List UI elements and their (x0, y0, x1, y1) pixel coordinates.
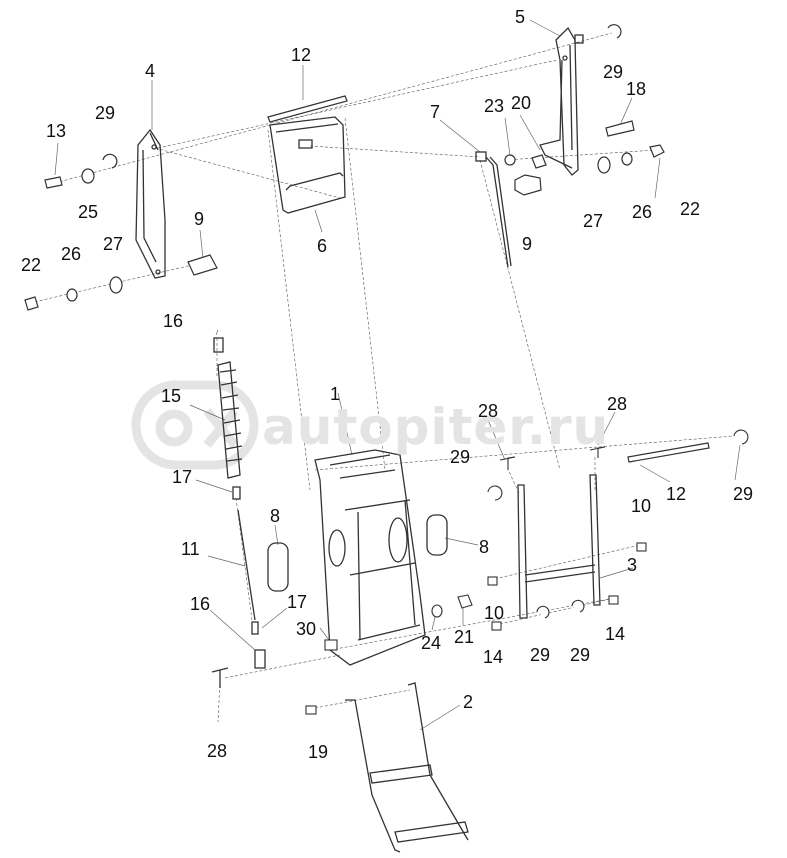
ladder-hardware-icons (305, 429, 749, 715)
part-3-side-ladder-icon (517, 474, 601, 619)
callout-7[interactable]: 7 (430, 102, 441, 122)
callout-10[interactable]: 10 (631, 496, 652, 516)
callout-16[interactable]: 16 (163, 311, 184, 331)
callout-17[interactable]: 17 (287, 592, 308, 612)
callout-22[interactable]: 22 (680, 199, 701, 219)
assembly-lines (29, 32, 746, 723)
callout-1[interactable]: 1 (330, 384, 341, 404)
callout-29[interactable]: 29 (733, 484, 754, 504)
callout-10[interactable]: 10 (484, 603, 505, 623)
watermark-logo-icon (131, 380, 259, 470)
part-12-rod-icon (267, 95, 710, 463)
callout-8[interactable]: 8 (270, 506, 281, 526)
callout-28[interactable]: 28 (207, 741, 228, 761)
right-hardware-icons (504, 24, 665, 196)
callout-28[interactable]: 28 (478, 401, 499, 421)
callout-29[interactable]: 29 (603, 62, 624, 82)
callout-9[interactable]: 9 (194, 209, 205, 229)
callout-2[interactable]: 2 (463, 692, 474, 712)
callout-13[interactable]: 13 (46, 121, 67, 141)
callout-4[interactable]: 4 (145, 61, 156, 81)
callout-15[interactable]: 15 (161, 386, 182, 406)
callout-24[interactable]: 24 (421, 633, 442, 653)
callout-23[interactable]: 23 (484, 96, 505, 116)
callout-19[interactable]: 19 (308, 742, 329, 762)
callout-29[interactable]: 29 (570, 645, 591, 665)
callout-5[interactable]: 5 (515, 7, 526, 27)
callout-25[interactable]: 25 (78, 202, 99, 222)
callout-27[interactable]: 27 (583, 211, 604, 231)
callout-17[interactable]: 17 (172, 467, 193, 487)
callout-11[interactable]: 11 (181, 539, 200, 559)
leader-lines (54, 19, 741, 731)
part-4-left-bracket-icon (135, 128, 166, 279)
callout-28[interactable]: 28 (607, 394, 628, 414)
part-6-plate-icon (269, 116, 346, 214)
callout-6[interactable]: 6 (317, 236, 328, 256)
part-2-step-ladder-icon (345, 682, 469, 853)
callout-29[interactable]: 29 (95, 103, 116, 123)
callout-29[interactable]: 29 (530, 645, 551, 665)
callout-30[interactable]: 30 (296, 619, 317, 639)
callout-26[interactable]: 26 (61, 244, 82, 264)
callout-22[interactable]: 22 (21, 255, 42, 275)
callout-12[interactable]: 12 (291, 45, 312, 65)
part-7-link-rod-icon (475, 151, 512, 268)
callout-21[interactable]: 21 (454, 627, 475, 647)
callout-3[interactable]: 3 (627, 555, 638, 575)
callout-20[interactable]: 20 (511, 93, 532, 113)
watermark-text: autopiter.ru (262, 398, 610, 456)
callout-14[interactable]: 14 (483, 647, 504, 667)
callout-14[interactable]: 14 (605, 624, 626, 644)
callout-18[interactable]: 18 (626, 79, 647, 99)
part-1-main-frame-icon (314, 449, 426, 666)
callout-26[interactable]: 26 (632, 202, 653, 222)
callout-29[interactable]: 29 (450, 447, 471, 467)
left-hardware-icons (24, 153, 218, 311)
callout-27[interactable]: 27 (103, 234, 124, 254)
callout-8[interactable]: 8 (479, 537, 490, 557)
part-5-right-bracket-icon (539, 26, 584, 176)
part-8-loop-icon (267, 514, 448, 592)
callout-9[interactable]: 9 (522, 234, 533, 254)
part-15-spring-icon (211, 337, 266, 688)
callout-12[interactable]: 12 (666, 484, 687, 504)
callout-16[interactable]: 16 (190, 594, 211, 614)
